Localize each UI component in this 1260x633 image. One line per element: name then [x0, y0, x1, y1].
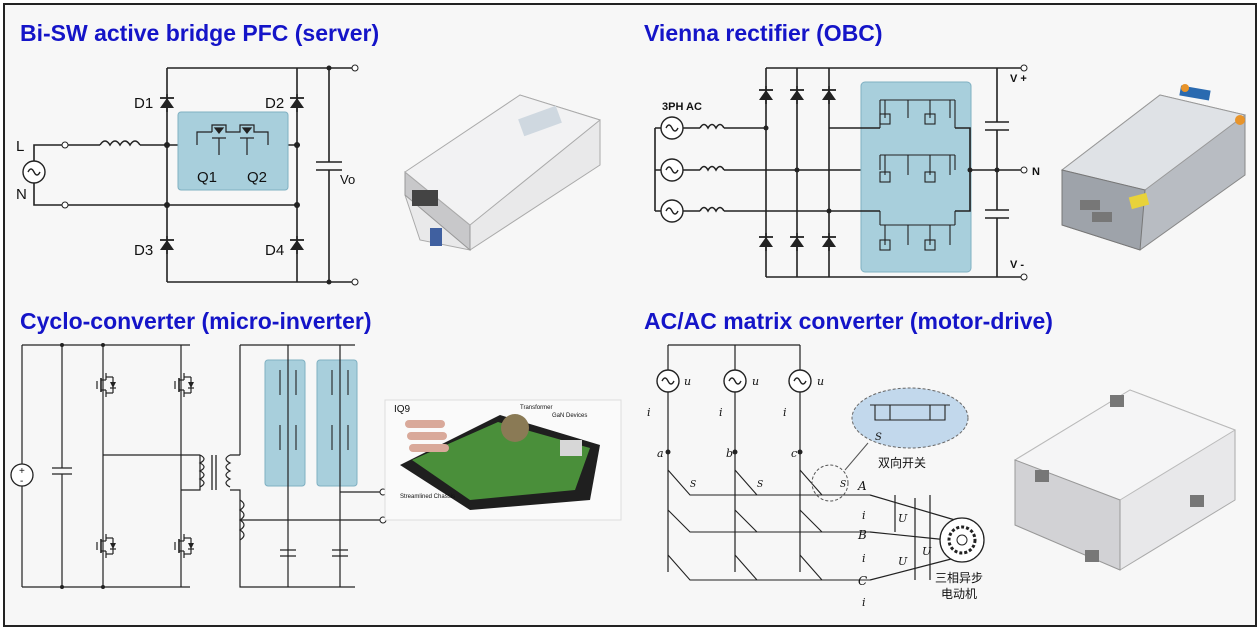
- label-transformer: Transformer: [520, 405, 552, 411]
- vienna-title: Vienna rectifier (OBC): [644, 20, 883, 46]
- diode-icon: [159, 235, 175, 255]
- label-D2: D2: [265, 95, 284, 112]
- label-ub: u: [752, 375, 759, 388]
- label-n: N: [1032, 166, 1040, 178]
- label-c: c: [791, 447, 797, 460]
- switch-highlight: [177, 111, 289, 191]
- bidirectional-switch-icon: [879, 99, 956, 251]
- label-sij: S: [875, 432, 882, 443]
- pfc-circuit: L N D1 D2 D3 D4 Q1 Q2 Vo: [16, 64, 359, 286]
- label-gan: GaN Devices: [552, 413, 587, 419]
- label-iB: i: [862, 552, 866, 565]
- svg-text:+: +: [19, 466, 25, 477]
- matrix-title: AC/AC matrix converter (motor-drive): [644, 308, 1053, 334]
- label-uab: U: [898, 512, 908, 525]
- matrix-circuit: u u u i i i a b c S S S S 双向开关 A B C i i…: [647, 344, 985, 609]
- diode-icon: [289, 235, 305, 255]
- cyclo-title: Cyclo-converter (micro-inverter): [20, 308, 372, 334]
- switch-highlight: [264, 359, 306, 487]
- server-psu-image: [404, 94, 602, 252]
- label-uca: U: [922, 545, 932, 558]
- label-ib: i: [719, 406, 723, 419]
- label-iq9: IQ9: [394, 404, 411, 415]
- switch-highlight: [316, 359, 358, 487]
- inductor-icon: [99, 140, 141, 147]
- label-D1: D1: [134, 95, 153, 112]
- label-Vo: Vo: [340, 172, 355, 187]
- label-D4: D4: [265, 242, 284, 259]
- cyclo-circuit: +-: [10, 343, 387, 589]
- svg-text:S: S: [690, 480, 696, 490]
- label-switch-cn: 双向开关: [878, 455, 926, 470]
- micro-inverter-image: IQ9 Transformer GaN Devices Streamlined …: [384, 399, 622, 521]
- label-A: A: [857, 479, 867, 493]
- transformer-icon: [198, 454, 232, 490]
- label-uc: u: [817, 375, 824, 388]
- label-C: C: [858, 574, 867, 588]
- capacitor-icon: [985, 68, 1009, 277]
- motor-icon: [939, 517, 985, 563]
- pfc-title: Bi-SW active bridge PFC (server): [20, 20, 380, 46]
- svg-text:S: S: [757, 480, 763, 490]
- diode-icon: [159, 93, 175, 113]
- label-vminus: V -: [1010, 259, 1024, 271]
- label-D3: D3: [134, 242, 153, 259]
- capacitor-icon: [316, 68, 342, 282]
- label-Q1: Q1: [197, 169, 217, 186]
- vienna-circuit: 3PH AC V + N V -: [654, 64, 1040, 281]
- label-motor-cn-2: 电动机: [941, 587, 977, 601]
- label-chassis: Streamlined Chassis: [400, 494, 455, 500]
- label-B: B: [857, 528, 867, 542]
- svg-text:S: S: [840, 480, 846, 490]
- ac-source-icon: [660, 116, 684, 223]
- ac-source-icon: [656, 369, 812, 393]
- dc-source-icon: +-: [10, 463, 34, 487]
- label-a: a: [657, 447, 664, 460]
- power-module-image: [1013, 389, 1237, 571]
- label-iA: i: [862, 509, 866, 522]
- obc-module-image: [1060, 84, 1247, 251]
- label-ia: i: [647, 406, 651, 419]
- inductor-icon: [699, 123, 725, 213]
- label-N: N: [16, 186, 27, 203]
- bidirectional-switch-icon: [851, 387, 969, 449]
- label-ic: i: [783, 406, 787, 419]
- label-Q2: Q2: [247, 169, 267, 186]
- label-3ph-ac: 3PH AC: [662, 101, 702, 113]
- capacitor-icon: [52, 345, 72, 587]
- svg-text:-: -: [20, 476, 23, 487]
- ac-source-icon: [22, 160, 46, 184]
- label-vplus: V +: [1010, 73, 1027, 85]
- mosfet-icon: [96, 372, 195, 559]
- diode-icon: [289, 93, 305, 113]
- label-iC: i: [862, 596, 866, 609]
- label-b: b: [726, 447, 733, 460]
- label-ubc: U: [898, 555, 908, 568]
- label-ua: u: [684, 375, 691, 388]
- label-L: L: [16, 138, 24, 155]
- label-motor-cn-1: 三相异步: [935, 571, 983, 585]
